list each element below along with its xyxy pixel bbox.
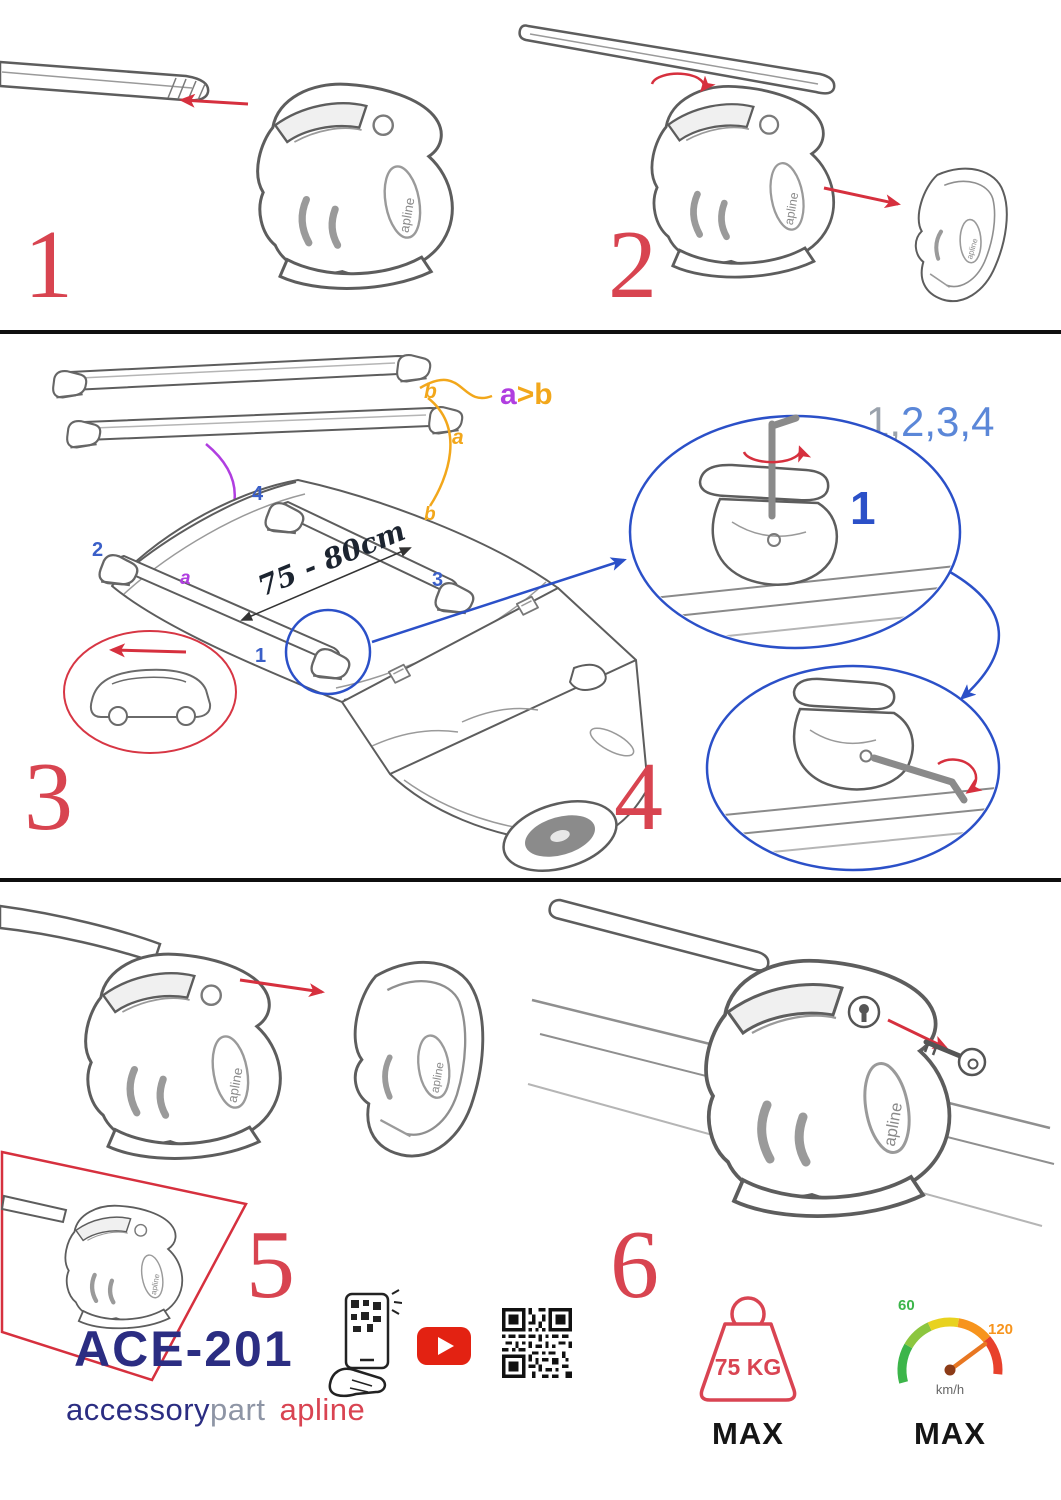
foot-highlight-circle	[284, 608, 372, 696]
span-dimension-line	[240, 547, 412, 621]
steps-3-4-illustration: b a a>b 1,2,3,4	[52, 353, 1001, 872]
cover-attach-arrow	[239, 978, 325, 998]
order-note: a>b	[500, 378, 553, 411]
step-3-number: 3	[24, 743, 73, 851]
step-1-number: 1	[24, 211, 73, 319]
order-note-b: b	[534, 378, 552, 411]
roof-pos-3-label: 3	[432, 569, 443, 591]
detail-leader-arrow	[371, 557, 627, 644]
max-speed-icon: 60 120 km/h	[897, 1297, 1013, 1397]
brand-part: part	[210, 1392, 266, 1427]
bar-b-label: b	[424, 380, 437, 403]
steps-5-6-illustration	[0, 898, 1055, 1382]
step-2-illustration	[518, 24, 1012, 307]
speedometer-needle	[947, 1341, 988, 1373]
speed-60-label: 60	[898, 1297, 915, 1314]
small-car	[89, 668, 212, 726]
crossbar	[548, 898, 770, 972]
detail2-bar-section	[792, 677, 896, 711]
cover-attach-arrow	[823, 186, 901, 209]
side-mirror	[569, 663, 607, 691]
headlight	[589, 727, 635, 757]
step-2-number: 2	[608, 211, 657, 319]
bar-a-label: a	[452, 426, 464, 449]
foot-step-5	[86, 954, 281, 1158]
max-weight-icon: 75 KG	[699, 1296, 797, 1402]
tighten-rotation-arrow	[650, 72, 716, 93]
insert-arrow	[179, 93, 249, 108]
order-note-a: a	[500, 378, 517, 411]
order-note-gt: >	[517, 378, 535, 411]
cover-step-5	[355, 962, 483, 1156]
scan-sparkles	[391, 1289, 402, 1315]
detail-step-label: 1	[850, 482, 876, 534]
cover-step-2	[910, 164, 1012, 306]
detail2-foot-body	[792, 707, 915, 791]
speed-120-label: 120	[988, 1321, 1013, 1338]
qr-code-icon	[502, 1308, 572, 1378]
youtube-play-icon	[417, 1327, 471, 1365]
crossbar-a	[66, 405, 464, 449]
foot-step-1	[258, 84, 453, 288]
brand-accessory: accessory	[66, 1392, 211, 1427]
mini-crossbar	[0, 1194, 68, 1224]
detail-ellipse-2	[705, 664, 1001, 872]
step-5-number: 5	[246, 1211, 295, 1319]
section-divider-1	[0, 330, 1061, 334]
key	[923, 1039, 987, 1077]
weight-limit-value: 75 KG	[715, 1354, 781, 1380]
step-1-illustration	[0, 60, 453, 288]
phone-qr-scan-icon	[328, 1289, 402, 1398]
rotation-arrow	[742, 445, 812, 464]
sequence-rest: 2,3,4	[901, 398, 994, 445]
front-wheel	[502, 800, 618, 872]
roof-bar-b-label: b	[424, 504, 436, 525]
steps-1-2-illustration	[0, 24, 1061, 334]
detail-foot-body	[711, 497, 839, 586]
roof-pos-4-label: 4	[252, 483, 264, 505]
allen-key	[768, 414, 800, 520]
detail-connector	[949, 570, 1000, 700]
key-arrow	[887, 1018, 949, 1050]
crossbar	[0, 904, 162, 964]
product-code: ACE-201	[74, 1321, 294, 1377]
foot-step-2	[652, 86, 834, 277]
brand-line: accessorypart apline	[66, 1392, 365, 1428]
weight-max-label: MAX	[712, 1416, 784, 1451]
allen-key-2	[870, 754, 968, 804]
brand-apline: apline	[279, 1392, 366, 1427]
roof-bar-a-label: a	[180, 568, 191, 589]
step-6-number: 6	[610, 1211, 659, 1319]
speed-unit-label: km/h	[936, 1382, 964, 1397]
order-leader-line	[419, 378, 493, 400]
step-4-number: 4	[614, 743, 663, 851]
roof-pos-2-label: 2	[92, 539, 103, 561]
rotation-arrow-2	[937, 758, 983, 794]
direction-arrow	[109, 643, 187, 658]
foot-step-6	[706, 961, 949, 1216]
detail-bar-section	[698, 463, 830, 502]
packaging-outline	[0, 1150, 248, 1382]
bar-b-leader-line	[427, 397, 452, 507]
step-6-illustration	[527, 898, 1055, 1227]
speed-max-label: MAX	[914, 1416, 986, 1451]
section-divider-2	[0, 878, 1061, 882]
lock-keyhole	[847, 995, 881, 1029]
crossbar-b	[52, 353, 432, 399]
foot-packed	[65, 1206, 182, 1329]
step-5-illustration	[0, 904, 483, 1382]
detail-ellipse-1: 1	[628, 414, 962, 650]
car-roof-illustration	[96, 479, 649, 872]
roof-pos-1-label: 1	[255, 645, 266, 667]
direction-note	[63, 630, 237, 754]
